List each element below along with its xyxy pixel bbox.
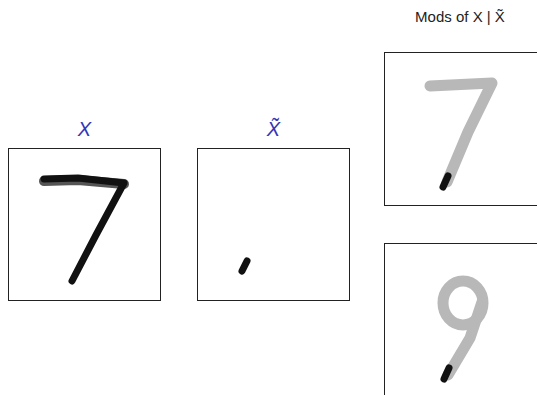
panel-title: X̃	[267, 118, 280, 140]
image-panel: X	[8, 148, 161, 301]
digit-fragment	[242, 261, 247, 271]
image-panel: X̃	[197, 148, 350, 301]
panel-heading: X	[9, 118, 160, 141]
group-title: Mods of X | X̃	[415, 8, 505, 25]
completion-seven	[430, 83, 492, 187]
digit-seven	[44, 178, 124, 281]
panel-heading: X̃	[198, 118, 349, 141]
panel-title: X	[78, 118, 91, 140]
completion-nine	[443, 281, 483, 379]
mod-panel	[385, 244, 537, 395]
mod-panel	[385, 53, 537, 206]
